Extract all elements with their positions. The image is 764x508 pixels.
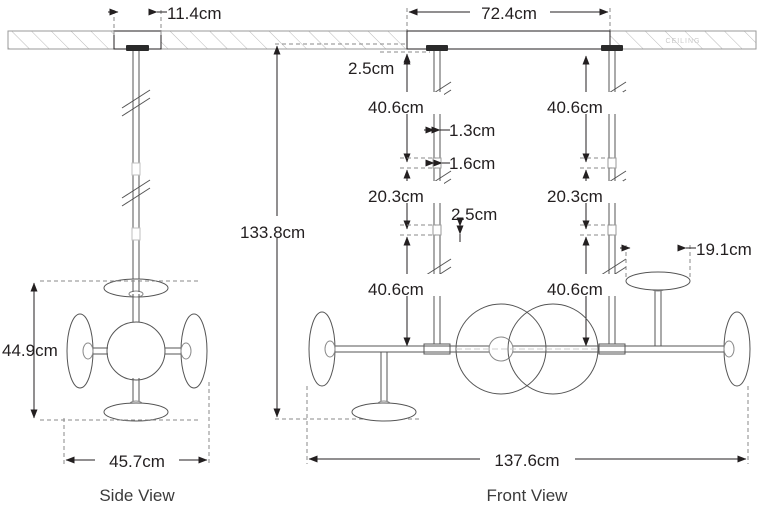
dim-label-canopy-diameter: 11.4cm [167, 4, 222, 23]
front-left-down-shade [351, 352, 417, 422]
dim-label-rod-lower-left: 40.6cm [368, 280, 424, 299]
side-top-shade [103, 278, 169, 298]
dim-label-front-width: 137.6cm [494, 451, 559, 470]
front-center-cluster [455, 303, 599, 395]
dim-label-rod-mid-left: 20.3cm [368, 187, 424, 206]
dim-label-side-height: 44.9cm [2, 341, 58, 360]
dim-label-front-spread: 72.4cm [481, 4, 537, 23]
front-view-label: Front View [487, 486, 569, 505]
dim-label-rod-mid-right: 20.3cm [547, 187, 603, 206]
dim-label-overall-height: 133.8cm [240, 223, 305, 242]
dim-overall-height: 133.8cm [238, 43, 420, 420]
side-view-group: 11.4cm [2, 4, 222, 505]
front-right-end-shade [723, 311, 751, 387]
front-right-up-shade [625, 271, 691, 346]
side-canopy [113, 30, 162, 51]
dim-label-rod-upper-left: 40.6cm [368, 98, 424, 117]
side-left-arm [66, 313, 108, 389]
side-bottom-shade [103, 378, 169, 422]
dim-label-side-width: 45.7cm [109, 452, 165, 471]
dim-label-rod-upper-right: 40.6cm [547, 98, 603, 117]
dim-chain-right: 40.6cm 20.3cm 40.6cm [545, 55, 623, 347]
dim-label-coupler-height: 2.5cm [451, 205, 497, 224]
side-stem [121, 51, 151, 280]
front-canopy [406, 30, 623, 51]
dim-chain-left: 2.5cm 40.6cm 1.3cm 1.6cm 20.3cm 2.5cm 40… [348, 51, 497, 347]
dim-label-rod-diameter: 1.3cm [449, 121, 495, 140]
dim-front-width: 137.6cm [306, 386, 749, 470]
dim-side-height: 44.9cm [2, 280, 200, 421]
dim-shade-diameter: 19.1cm [620, 240, 752, 278]
ceiling-label: CEILING [665, 38, 700, 45]
dim-canopy-diameter: 11.4cm [108, 4, 222, 36]
side-view-label: Side View [99, 486, 175, 505]
dim-label-coupler-width: 1.6cm [449, 154, 495, 173]
front-left-end-shade [308, 311, 336, 387]
dim-label-rod-lower-right: 40.6cm [547, 280, 603, 299]
front-view-group: 72.4cm [306, 2, 752, 505]
dim-label-canopy-drop: 2.5cm [348, 59, 394, 78]
dim-side-width: 45.7cm [63, 382, 210, 471]
side-center-sphere [106, 294, 166, 381]
side-right-arm [165, 313, 208, 389]
dim-label-shade-diameter: 19.1cm [696, 240, 752, 259]
